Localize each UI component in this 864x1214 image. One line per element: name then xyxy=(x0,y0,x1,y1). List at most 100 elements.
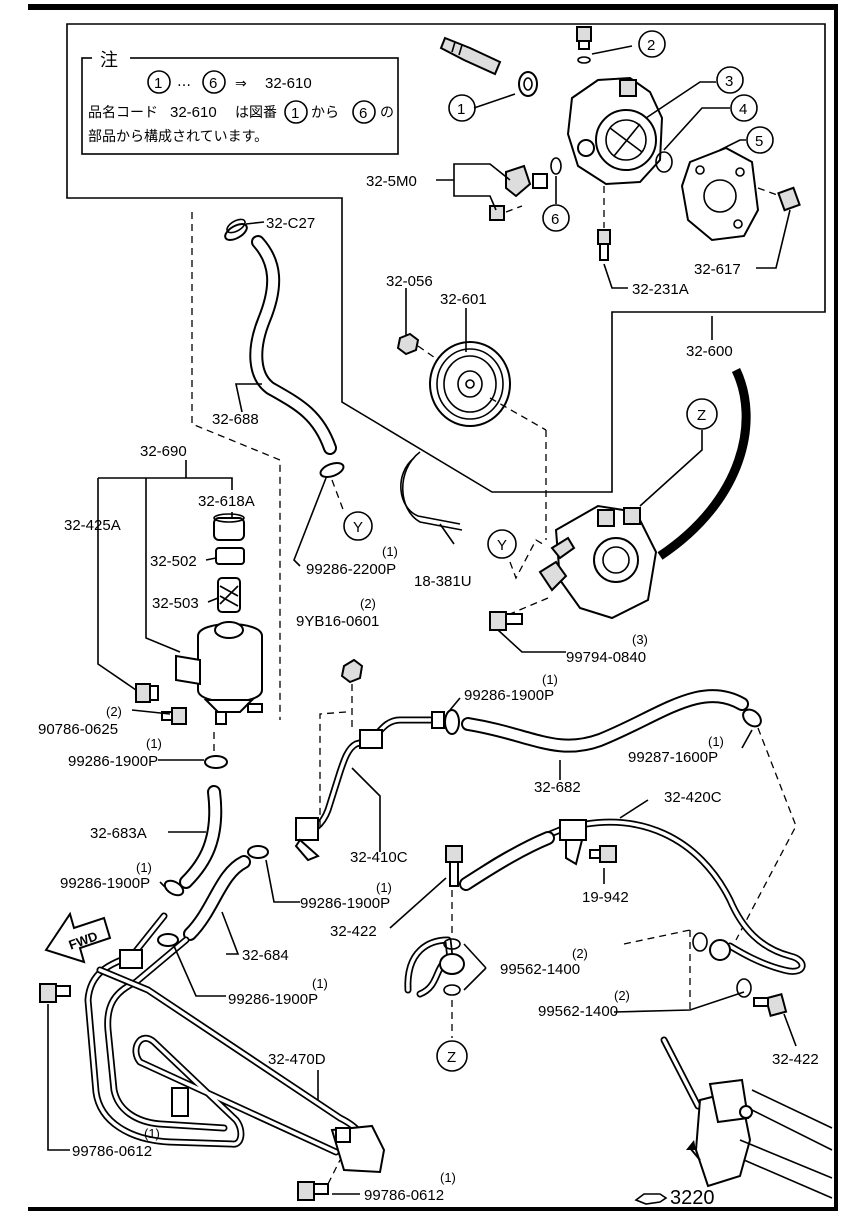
clip-99286-2200p xyxy=(319,462,345,478)
label-32-502: 32-502 xyxy=(150,553,197,570)
clip-99286-1900p-d xyxy=(247,845,269,859)
label-99786-0612-b: 99786-0612 xyxy=(364,1187,444,1204)
connector-2 xyxy=(576,26,592,64)
label-32-600: 32-600 xyxy=(686,343,733,360)
label-99562-1400-b: 99562-1400 xyxy=(538,1003,618,1020)
hose-32-683a xyxy=(179,785,223,889)
bolt-9yb16-0601 xyxy=(340,658,364,684)
top-rule xyxy=(28,4,838,10)
label-99286-1900p-d: 99286-1900P xyxy=(300,895,390,912)
label-32-684: 32-684 xyxy=(242,947,289,964)
note-line2-mid: は図番 xyxy=(235,105,277,121)
bracket-19-942 xyxy=(559,819,617,866)
washer-6 xyxy=(550,157,562,175)
label-99562-1400-a: 99562-1400 xyxy=(500,961,580,978)
label-99794-0840: 99794-0840 xyxy=(566,649,646,666)
callout-5: 5 xyxy=(746,126,774,154)
pipe-32-410c xyxy=(294,711,445,862)
bolt-99794-0840 xyxy=(489,611,523,631)
note-line3: 部品から構成されています。 xyxy=(88,129,268,145)
label-99286-1900p-c: 99286-1900P xyxy=(464,687,554,704)
view-y-lower-label: Y xyxy=(497,537,507,554)
union-32-5m0 xyxy=(489,164,548,221)
note-range-to: 6 xyxy=(209,75,217,92)
label-99287-1600p: 99287-1600P xyxy=(628,749,718,766)
label-32-422-b: 32-422 xyxy=(772,1051,819,1068)
note-line2-kara: から xyxy=(311,105,339,121)
label-99286-1900p-b: 99286-1900P xyxy=(60,875,150,892)
qty-99786-0612-b: (1) xyxy=(440,1170,456,1185)
qty-99562-1400-b: (2) xyxy=(614,988,630,1003)
bolt-32-422-b xyxy=(753,993,788,1017)
mounted-pump xyxy=(538,504,658,620)
qty-99794-0840: (3) xyxy=(632,632,648,647)
view-z-upper: Z xyxy=(686,398,718,430)
label-32-231a: 32-231A xyxy=(632,281,689,298)
callout-6: 6 xyxy=(542,204,570,232)
reservoir-32-690 xyxy=(175,513,263,725)
gasket-32-502 xyxy=(215,547,245,565)
label-32-5m0: 32-5M0 xyxy=(366,173,417,190)
callout-1-label: 1 xyxy=(457,101,465,118)
note-box: 注 1 … 6 ⇒ 32-610 品名コード 32-610 は図番 1 から 6… xyxy=(81,46,399,155)
reference-hand-icon xyxy=(634,1193,668,1205)
note-line2-code: 32-610 xyxy=(170,104,217,121)
view-arrow xyxy=(657,368,751,560)
clip-99287-1600p xyxy=(742,708,762,728)
label-32-410c: 32-410C xyxy=(350,849,408,866)
label-32-056: 32-056 xyxy=(386,273,433,290)
note-range-dots: … xyxy=(177,74,191,90)
label-32-618a: 32-618A xyxy=(198,493,255,510)
fwd-arrow-icon: FWD xyxy=(44,911,112,964)
label-99286-2200p: 99286-2200P xyxy=(306,561,396,578)
callout-5-label: 5 xyxy=(755,133,763,150)
sensor-32-231a xyxy=(597,186,611,261)
cooler-pipe-32-470d xyxy=(84,912,386,1174)
callout-6-label: 6 xyxy=(551,211,559,228)
label-32-601: 32-601 xyxy=(440,291,487,308)
view-z-lower-label: Z xyxy=(447,1049,456,1066)
label-18-381u: 18-381U xyxy=(414,573,472,590)
washer-99562-1400-b xyxy=(692,932,752,998)
qty-99286-2200p: (1) xyxy=(382,544,398,559)
label-99786-0612-a: 99786-0612 xyxy=(72,1143,152,1160)
note-range-code: 32-610 xyxy=(265,75,312,92)
label-32-c27: 32-C27 xyxy=(266,215,315,232)
hose-32-684 xyxy=(183,855,251,941)
leader-lines xyxy=(47,45,797,1195)
callout-4: 4 xyxy=(730,94,758,122)
label-32-425a: 32-425A xyxy=(64,517,121,534)
oil-seal-1 xyxy=(518,71,538,97)
qty-99286-1900p-d: (1) xyxy=(376,880,392,895)
bolt-90786-0625 xyxy=(161,707,187,725)
pulley-32-601 xyxy=(429,341,511,427)
label-32-682: 32-682 xyxy=(534,779,581,796)
note-line2-to: 6 xyxy=(359,105,367,122)
pump-shaft xyxy=(439,36,502,76)
clip-99286-1900p-e xyxy=(157,933,179,947)
bracket-32-425a xyxy=(135,683,159,703)
note-range-arrow: ⇒ xyxy=(235,76,247,92)
note-range-from: 1 xyxy=(154,75,162,92)
right-rule xyxy=(834,4,838,1208)
note-line2-from: 1 xyxy=(291,105,299,122)
qty-99286-1900p-c: (1) xyxy=(542,672,558,687)
bolt-99786-0612-a xyxy=(39,983,71,1003)
bottom-rule xyxy=(28,1207,838,1211)
note-line2-prefix: 品名コード xyxy=(88,105,158,121)
pump-body xyxy=(566,76,664,186)
pump-cover-5 xyxy=(680,146,760,242)
qty-99286-1900p-e: (1) xyxy=(312,976,328,991)
callout-2: 2 xyxy=(638,30,666,58)
label-32-683a: 32-683A xyxy=(90,825,147,842)
qty-99786-0612-a: (1) xyxy=(144,1126,160,1141)
label-32-503: 32-503 xyxy=(152,595,199,612)
label-32-420c: 32-420C xyxy=(664,789,722,806)
steering-gear xyxy=(660,1036,833,1199)
qty-99287-1600p: (1) xyxy=(708,734,724,749)
banjo-fitting xyxy=(439,938,465,996)
callout-1: 1 xyxy=(448,94,476,122)
label-32-617: 32-617 xyxy=(694,261,741,278)
note-line2-no: の xyxy=(380,105,394,121)
